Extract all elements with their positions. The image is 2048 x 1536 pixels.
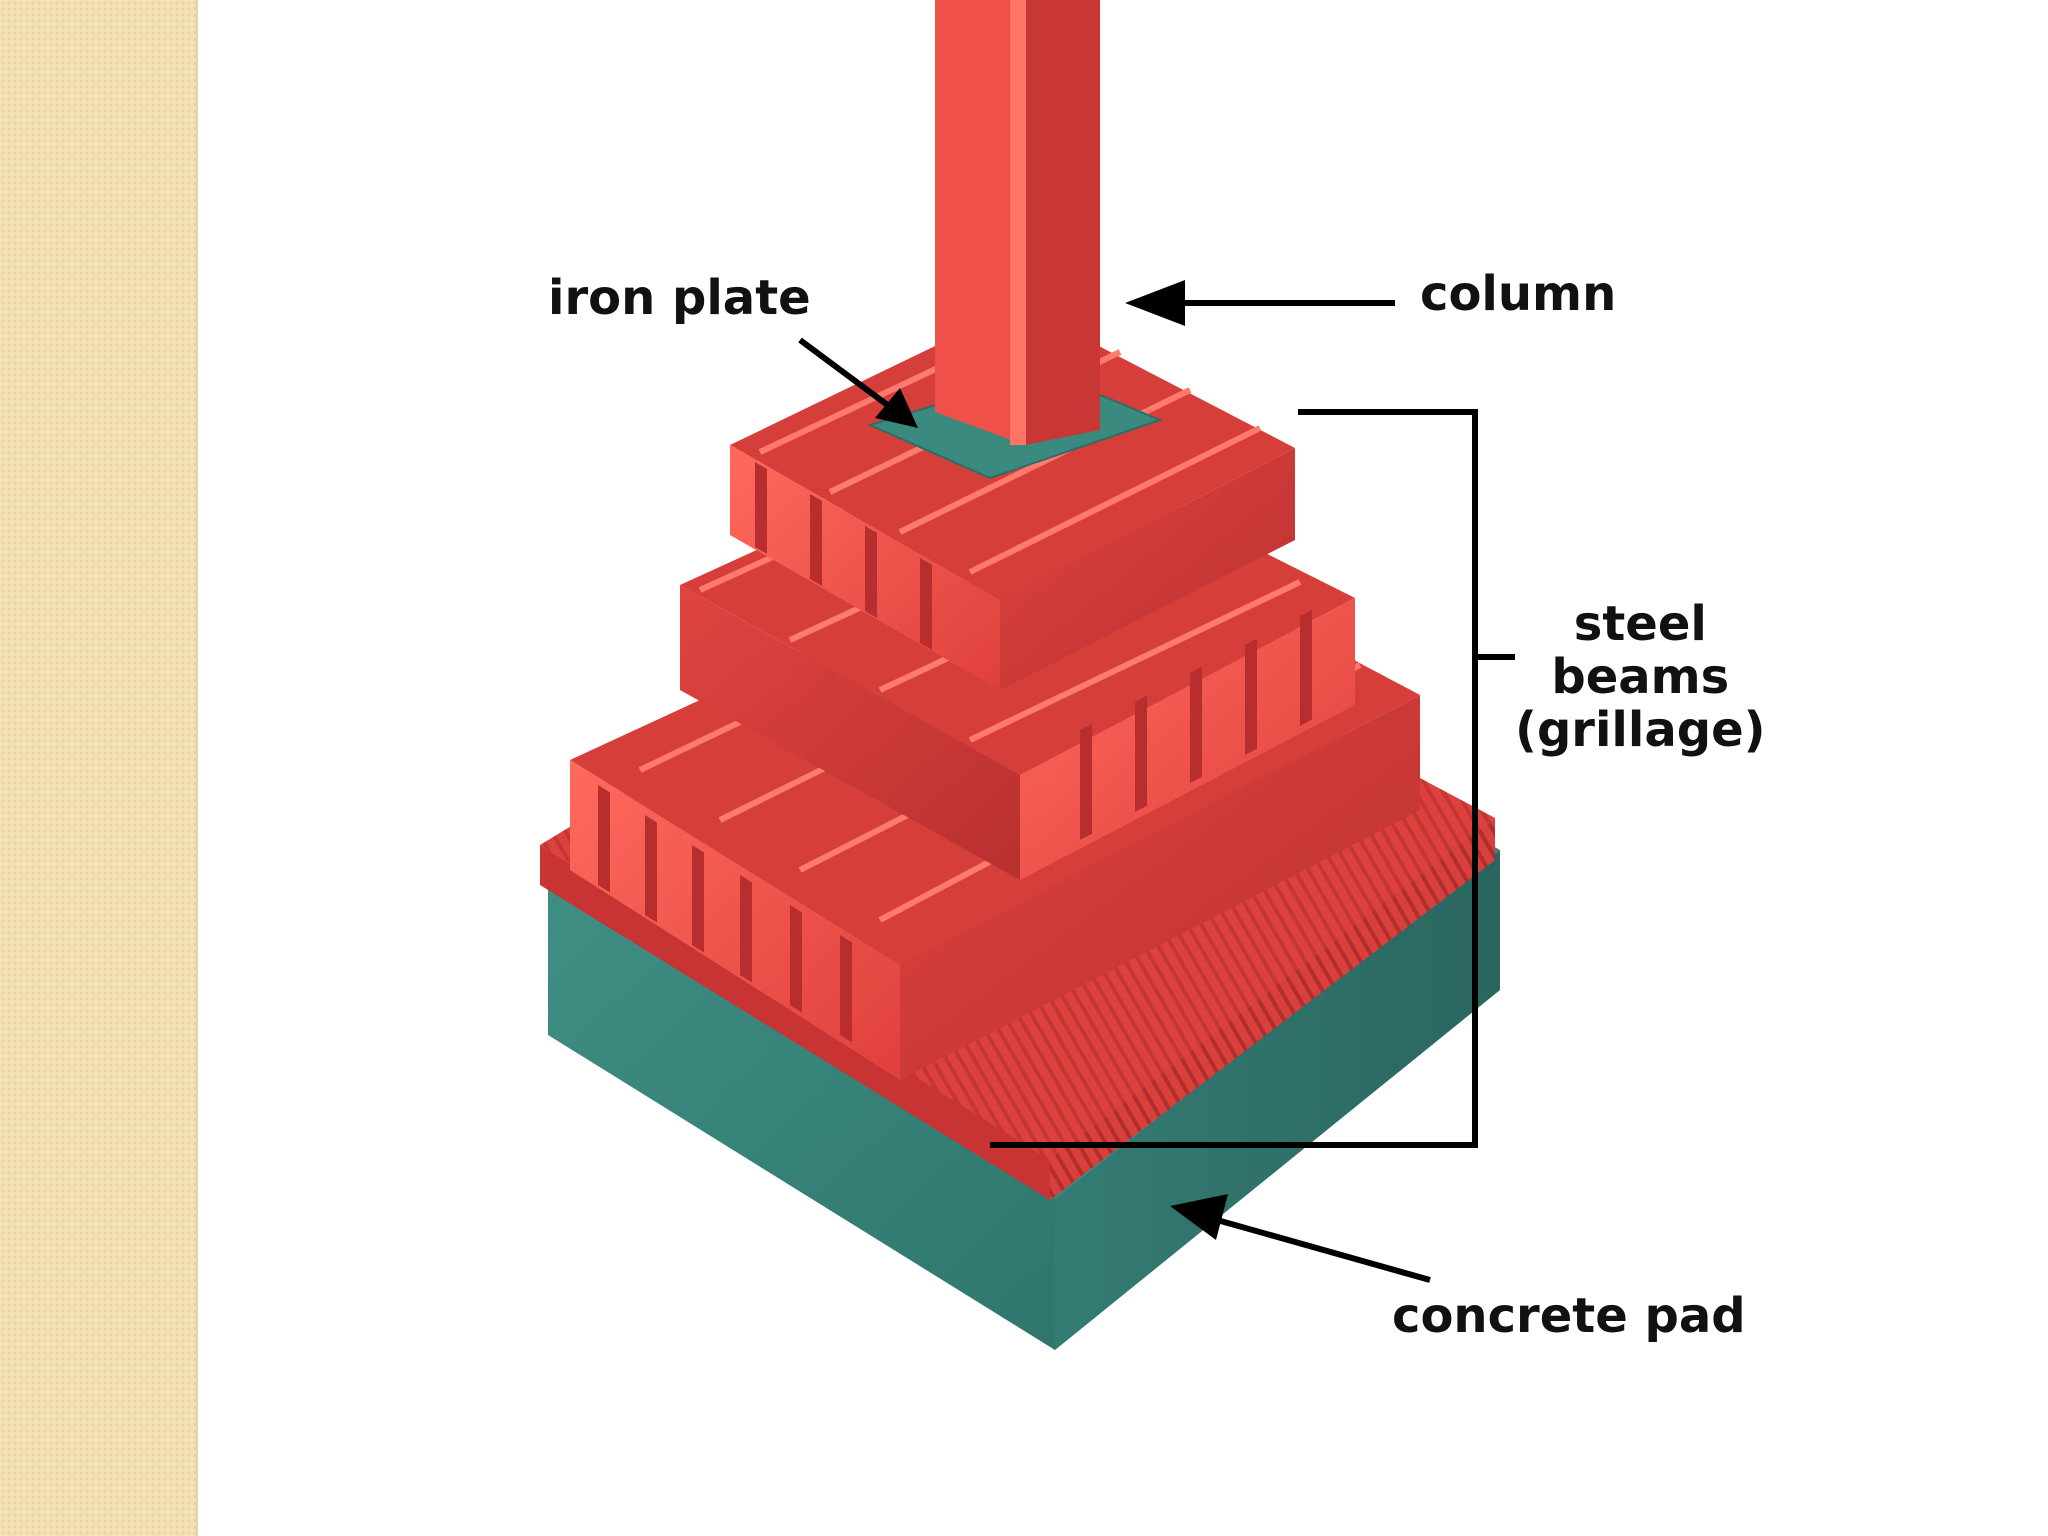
steel-beams-label: steel beams (grillage): [1515, 598, 1766, 756]
steel-beams-label-line-1: steel: [1573, 596, 1707, 652]
column-arrowhead: [1125, 280, 1185, 326]
iron-plate-arrowhead: [875, 388, 918, 428]
column-label: column: [1420, 266, 1617, 322]
steel-beams-bracket: [990, 409, 1478, 1148]
iron-plate-label: iron plate: [548, 270, 811, 326]
concrete-pad-arrowhead: [1170, 1194, 1228, 1240]
concrete-pad-label: concrete pad: [1392, 1288, 1746, 1344]
concrete-pad-arrow-line: [1209, 1215, 1431, 1283]
steel-beams-label-line-3: (grillage): [1515, 701, 1766, 758]
steel-beams-label-line-2: beams: [1551, 648, 1730, 705]
column: [935, 0, 1100, 445]
decorative-side-band: [0, 0, 198, 1536]
arrowheads: [875, 280, 1228, 1240]
